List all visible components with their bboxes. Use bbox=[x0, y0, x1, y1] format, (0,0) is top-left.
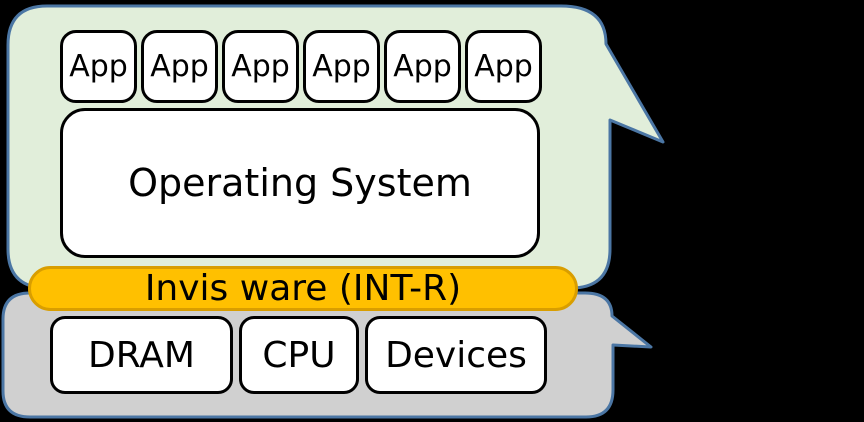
operating-system-box: Operating System bbox=[60, 108, 540, 258]
devices-box: Devices bbox=[365, 316, 547, 394]
cpu-box: CPU bbox=[239, 316, 359, 394]
dram-box: DRAM bbox=[50, 316, 233, 394]
invis-ware-bar: Invis ware (INT-R) bbox=[28, 266, 578, 311]
app-box: App bbox=[465, 30, 542, 103]
app-row: App App App App App App bbox=[60, 30, 542, 103]
app-box: App bbox=[141, 30, 218, 103]
app-box: App bbox=[384, 30, 461, 103]
app-box: App bbox=[60, 30, 137, 103]
hardware-row: DRAM CPU Devices bbox=[50, 316, 547, 394]
app-box: App bbox=[222, 30, 299, 103]
app-box: App bbox=[303, 30, 380, 103]
